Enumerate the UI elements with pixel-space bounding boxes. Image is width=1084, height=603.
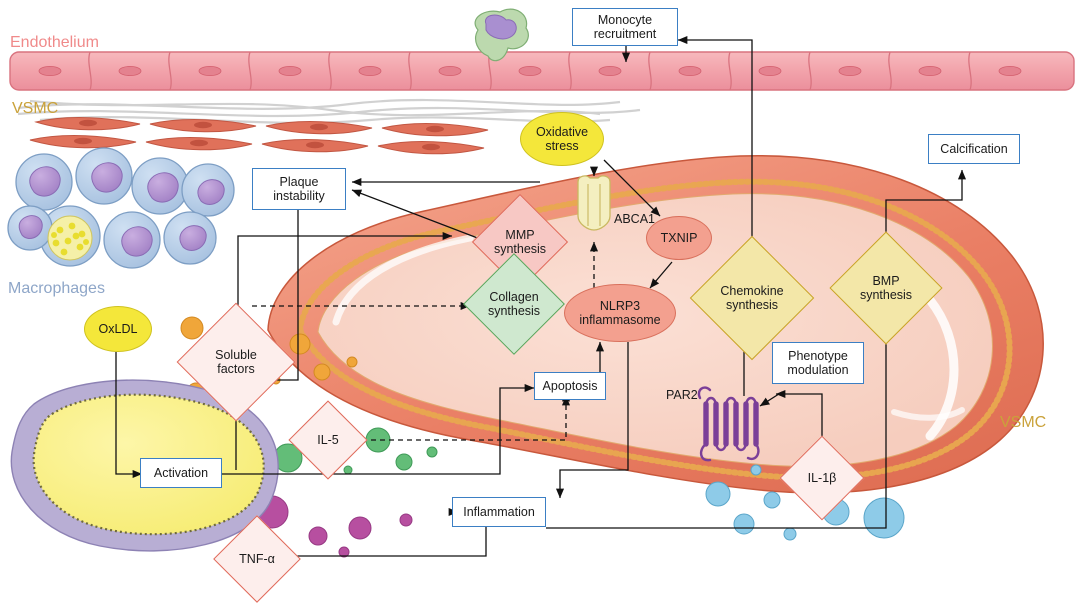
diamond-label: IL-1β bbox=[807, 471, 837, 485]
ellipse-nlrp3-inflammasome[interactable]: NLRP3 inflammasome bbox=[564, 284, 676, 342]
endothelium-layer bbox=[9, 8, 1075, 91]
diamond-label: IL-5 bbox=[317, 433, 339, 447]
ellipse-oxldl[interactable]: OxLDL bbox=[84, 306, 152, 352]
par2-receptor bbox=[697, 386, 760, 462]
label-vsmc-right: VSMC bbox=[1000, 414, 1047, 431]
label-macrophages: Macrophages bbox=[8, 280, 105, 297]
ellipse-oxidative-stress[interactable]: Oxidative stress bbox=[520, 112, 604, 166]
diamond-label: MMP synthesis bbox=[493, 228, 547, 256]
box-calcification[interactable]: Calcification bbox=[928, 134, 1020, 164]
box-apoptosis[interactable]: Apoptosis bbox=[534, 372, 606, 400]
diamond-label: Collagen synthesis bbox=[487, 290, 541, 318]
box-phenotype-modulation[interactable]: Phenotype modulation bbox=[772, 342, 864, 384]
diagram-canvas: Endothelium VSMC Macrophages VSMC Monocy… bbox=[7, 8, 1075, 603]
abca1-transporter bbox=[577, 175, 611, 231]
ellipse-txnip[interactable]: TXNIP bbox=[646, 216, 712, 260]
macrophage-cluster bbox=[7, 147, 235, 269]
box-activation[interactable]: Activation bbox=[140, 458, 222, 488]
diamond-chemokine-synthesis[interactable]: Chemokine synthesis bbox=[689, 235, 815, 361]
diamond-il1b[interactable]: IL-1β bbox=[779, 435, 865, 521]
diamond-soluble-factors[interactable]: Soluble factors bbox=[176, 302, 296, 422]
label-endothelium: Endothelium bbox=[10, 34, 99, 51]
label-vsmc-left: VSMC bbox=[12, 100, 59, 117]
diamond-mmp-synthesis[interactable]: MMP synthesis bbox=[471, 193, 569, 291]
diamond-bmp-synthesis[interactable]: BMP synthesis bbox=[829, 231, 943, 345]
diamond-label: Soluble factors bbox=[215, 348, 257, 376]
diamond-label: TNF-α bbox=[239, 552, 275, 566]
diamond-label: BMP synthesis bbox=[859, 274, 913, 302]
transmigrating-monocyte bbox=[474, 8, 529, 62]
box-inflammation[interactable]: Inflammation bbox=[452, 497, 546, 527]
box-plaque-instability[interactable]: Plaque instability bbox=[252, 168, 346, 210]
diamond-il5[interactable]: IL-5 bbox=[288, 400, 368, 480]
label-abca1: ABCA1 bbox=[614, 212, 655, 226]
box-monocyte-recruitment[interactable]: Monocyte recruitment bbox=[572, 8, 678, 46]
label-par2: PAR2 bbox=[666, 388, 698, 402]
diamond-label: Chemokine synthesis bbox=[720, 284, 784, 312]
diamond-collagen-synthesis[interactable]: Collagen synthesis bbox=[463, 253, 565, 355]
diamond-tnfa[interactable]: TNF-α bbox=[213, 515, 301, 603]
